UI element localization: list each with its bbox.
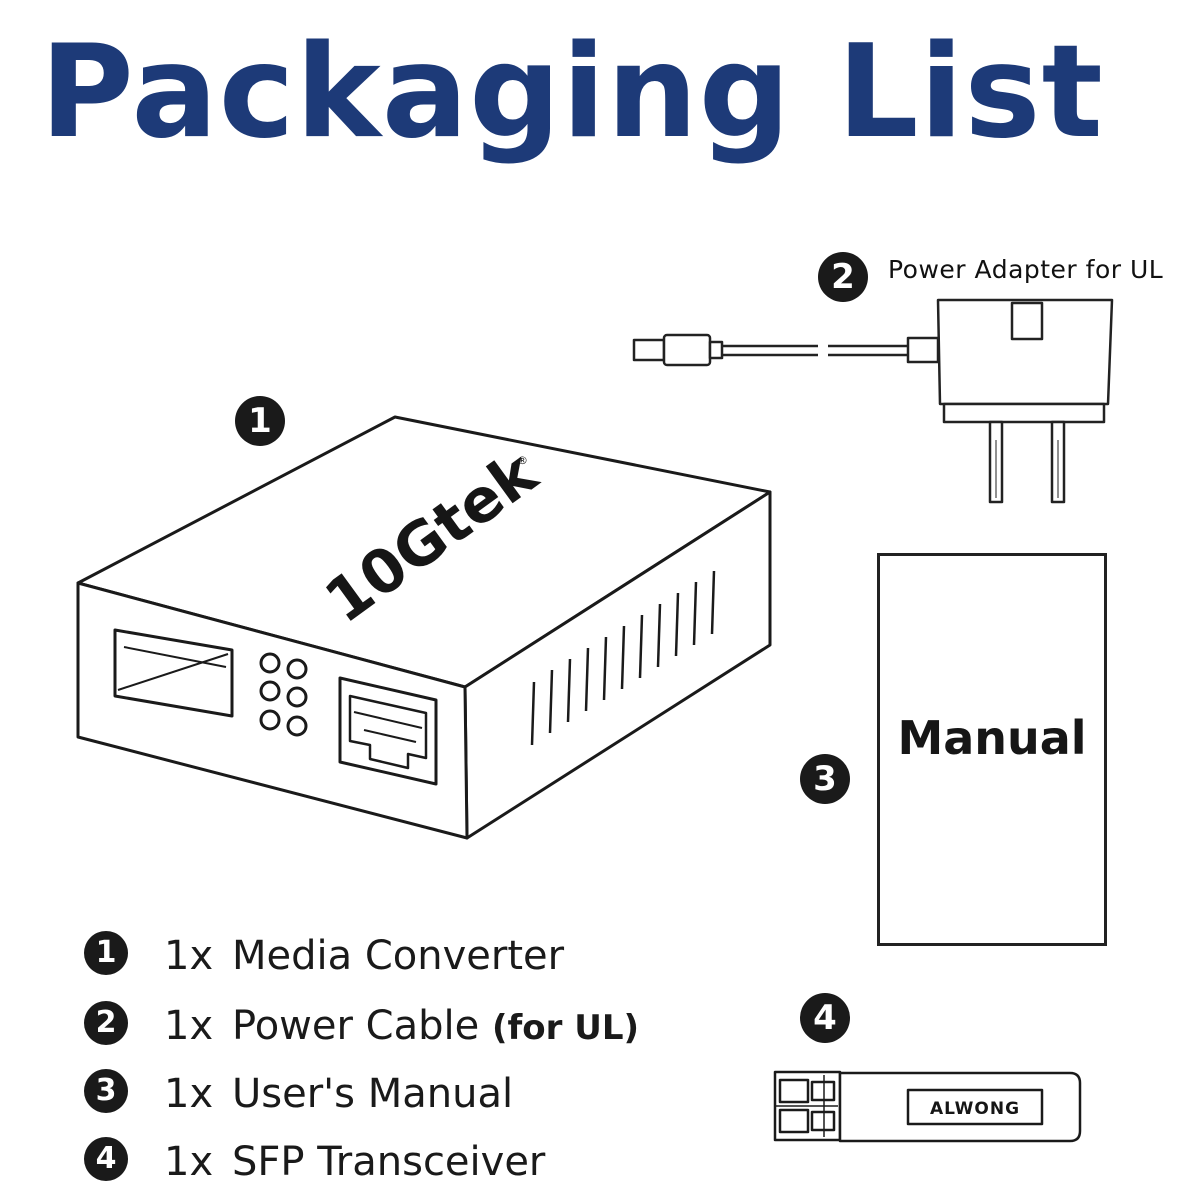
item-name: Power Cable (for UL): [232, 998, 639, 1056]
item-quantity: 1x: [164, 1139, 214, 1185]
adapter-body: [936, 298, 1114, 406]
sfp-transceiver-drawing: ALWONG: [773, 1070, 1082, 1143]
list-number-badge: 1: [84, 931, 128, 975]
number-badge-1: 1: [235, 396, 285, 446]
item-quantity: 1x: [164, 1003, 214, 1049]
item-name-text: Power Cable: [232, 1003, 480, 1049]
item-name: Media Converter: [232, 928, 564, 984]
list-item: 1 1x Media Converter: [84, 928, 724, 984]
item-name-text: User's Manual: [232, 1071, 514, 1117]
strain-relief: [906, 336, 940, 364]
item-name: User's Manual: [232, 1066, 513, 1122]
number-badge-3: 3: [800, 754, 850, 804]
list-number-badge: 2: [84, 1001, 128, 1045]
list-number-badge: 4: [84, 1137, 128, 1181]
adapter-base: [942, 402, 1106, 424]
manual-title: Manual: [897, 711, 1087, 765]
item-name: SFP Transceiver: [232, 1134, 545, 1190]
manual-booklet: Manual: [877, 553, 1107, 946]
number-badge-4: 4: [800, 993, 850, 1043]
item-name-text: Media Converter: [232, 933, 565, 979]
list-item: 4 1x SFP Transceiver: [84, 1134, 724, 1190]
dc-plug-tip: [632, 338, 666, 362]
adapter-notch: [1010, 301, 1044, 341]
page-title: Packaging List: [40, 18, 1104, 167]
dc-plug-collar: [708, 340, 724, 360]
dc-plug-body: [662, 333, 712, 367]
media-converter-drawing: 10Gtek ®: [76, 415, 772, 840]
sfp-label-frame: [906, 1088, 1044, 1126]
sfp-brand: ALWONG: [930, 1099, 1020, 1119]
vent-slots: [530, 570, 716, 746]
adapter-label: Power Adapter for UL: [888, 255, 1164, 284]
list-item: 3 1x User's Manual: [84, 1066, 724, 1122]
list-item: 2 1x Power Cable (for UL): [84, 998, 724, 1054]
number-badge-2: 2: [818, 252, 868, 302]
list-number-badge: 3: [84, 1069, 128, 1113]
power-adapter-drawing: [632, 298, 1114, 504]
item-quantity: 1x: [164, 933, 214, 979]
item-quantity: 1x: [164, 1071, 214, 1117]
registered-mark: ®: [517, 454, 528, 467]
item-note: (for UL): [491, 1008, 640, 1048]
item-name-text: SFP Transceiver: [232, 1139, 546, 1185]
status-leds: [259, 652, 308, 737]
